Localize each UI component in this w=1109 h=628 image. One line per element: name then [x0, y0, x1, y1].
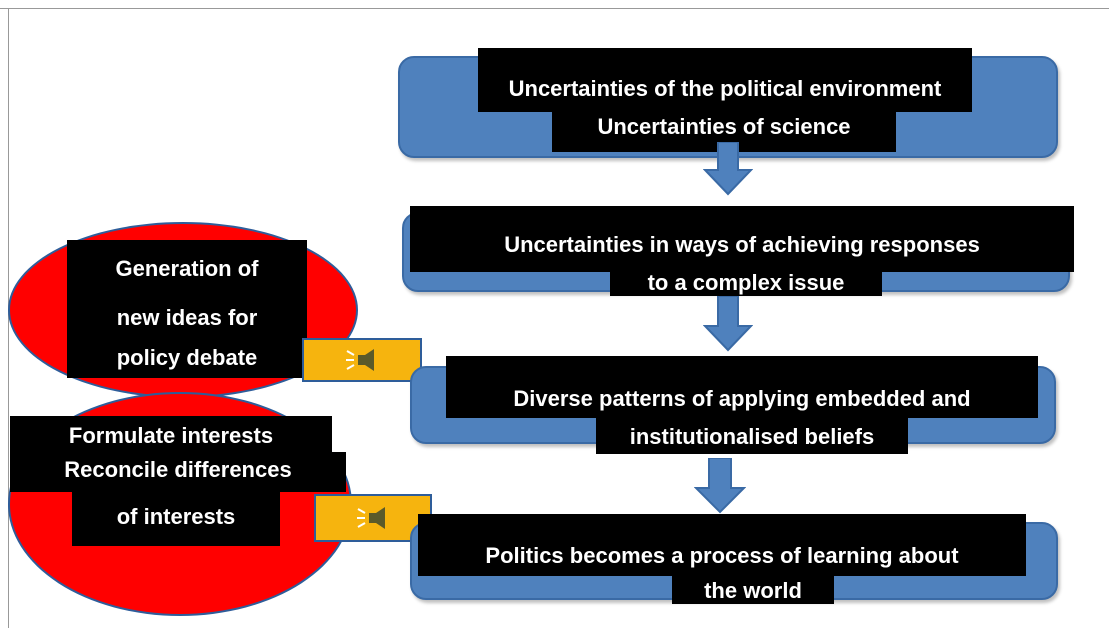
sound-icon	[346, 349, 374, 371]
flow-arrow-2	[703, 296, 753, 352]
interests-label-line3: of interests	[72, 492, 280, 546]
ideas-label-line2: new ideas for	[67, 298, 307, 338]
ideas-label-line3: policy debate	[67, 338, 307, 378]
box3-line1: Diverse patterns of applying embedded an…	[446, 356, 1038, 418]
box2-line1: Uncertainties in ways of achieving respo…	[410, 206, 1074, 272]
ideas-label-line1: Generation of	[67, 240, 307, 298]
box3-line2: institutionalised beliefs	[596, 418, 908, 454]
box2-line2: to a complex issue	[610, 272, 882, 296]
sound-icon	[357, 507, 385, 529]
box4-line2: the world	[672, 576, 834, 604]
flow-arrow-1	[703, 142, 753, 196]
sound-callout-1[interactable]	[302, 338, 422, 382]
interests-label-line1: Formulate interests	[10, 416, 332, 452]
slide-border-top	[0, 8, 1109, 9]
box1-line1: Uncertainties of the political environme…	[478, 48, 972, 112]
flow-arrow-3	[694, 458, 746, 514]
box4-line1: Politics becomes a process of learning a…	[418, 514, 1026, 576]
interests-label-line2: Reconcile differences	[10, 452, 346, 492]
